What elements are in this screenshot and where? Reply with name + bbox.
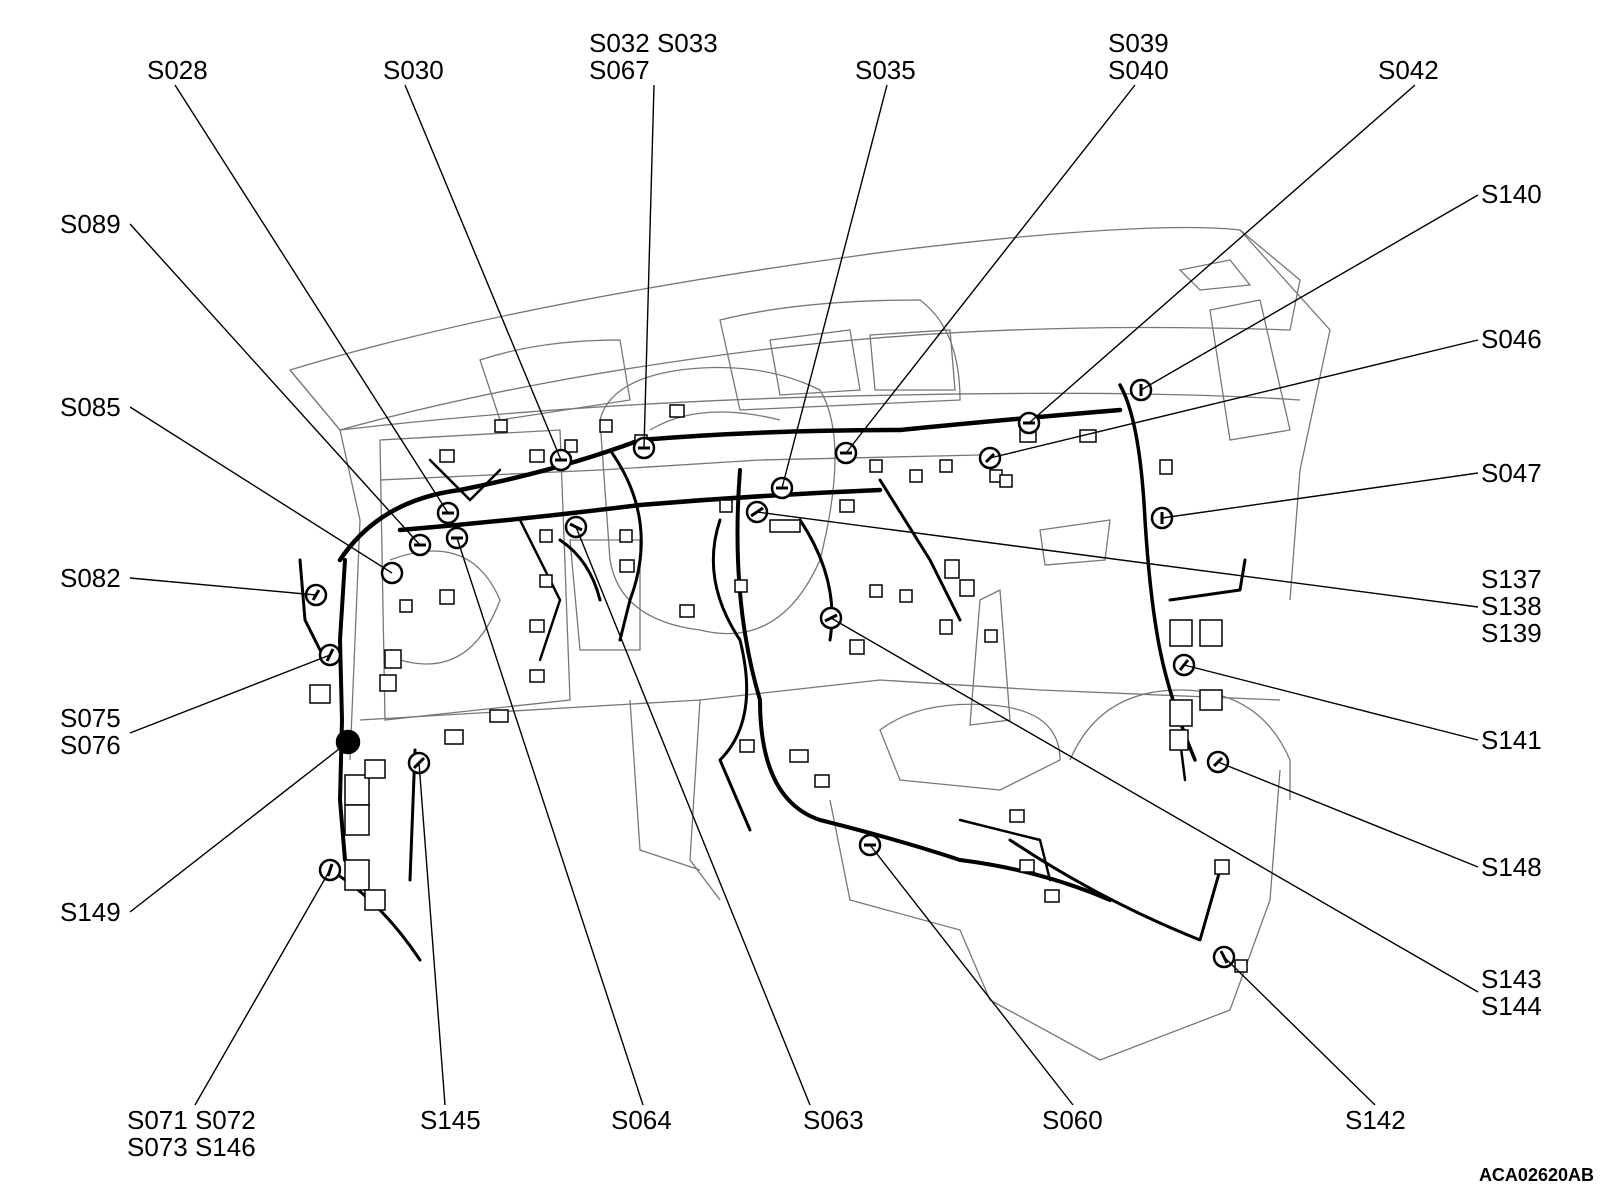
label-s060: S060 [1042, 1105, 1103, 1135]
label-s143-s144: S143 S144 [1481, 964, 1542, 1021]
label-s032-s033-s067: S032 S033 S067 [589, 28, 718, 85]
label-s140: S140 [1481, 179, 1542, 209]
label-s042: S042 [1378, 55, 1439, 85]
label-s141: S141 [1481, 725, 1542, 755]
wiring-harness [298, 383, 1247, 962]
label-s047: S047 [1481, 458, 1542, 488]
label-s028: S028 [147, 55, 208, 85]
label-s137-s138-s139: S137 S138 S139 [1481, 564, 1542, 648]
dashboard-outline [288, 226, 1331, 1061]
splice-bars [311, 384, 1229, 964]
label-s046: S046 [1481, 324, 1542, 354]
label-s148: S148 [1481, 852, 1542, 882]
label-s030: S030 [383, 55, 444, 85]
label-s064: S064 [611, 1105, 672, 1135]
splice-markers [304, 378, 1236, 969]
label-s085: S085 [60, 392, 121, 422]
leader-lines [129, 84, 1479, 1106]
label-s071-s072-s073-s146: S071 S072 S073 S146 [127, 1105, 256, 1162]
label-s089: S089 [60, 209, 121, 239]
label-s145: S145 [420, 1105, 481, 1135]
label-s142: S142 [1345, 1105, 1406, 1135]
label-s149: S149 [60, 897, 121, 927]
label-s082: S082 [60, 563, 121, 593]
figure-code: ACA02620AB [1478, 1165, 1594, 1185]
connectors [309, 404, 1248, 973]
label-s063: S063 [803, 1105, 864, 1135]
label-s075-s076: S075 S076 [60, 703, 121, 760]
label-s035: S035 [855, 55, 916, 85]
label-s039-s040: S039 S040 [1108, 28, 1169, 85]
